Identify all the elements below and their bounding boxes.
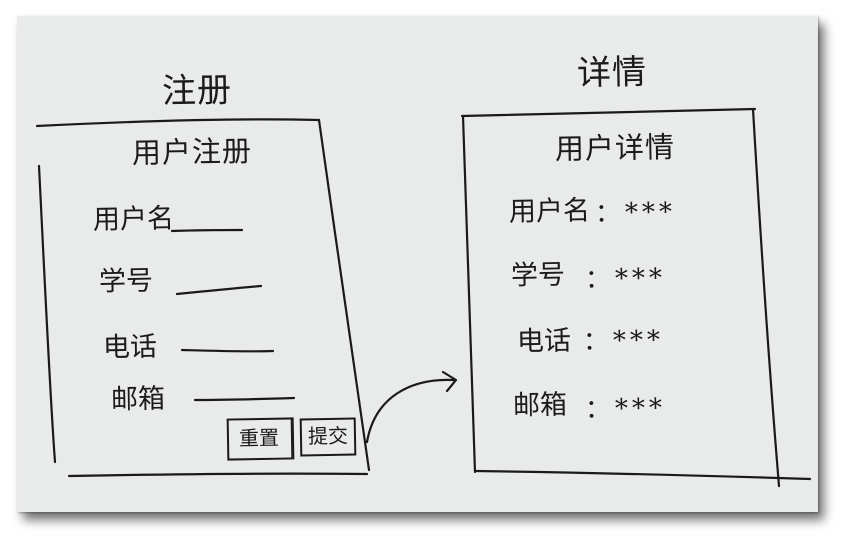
email-label: 邮箱 <box>110 383 166 416</box>
register-frame-right <box>317 118 371 472</box>
submit-button-label: 提交 <box>307 423 349 449</box>
detail-label-student-id: 学号 <box>510 259 566 292</box>
detail-value-email: ：*** <box>584 393 667 425</box>
email-input-line <box>193 396 296 402</box>
arrow-line <box>365 378 456 444</box>
detail-label-email: 邮箱 <box>512 389 568 422</box>
register-frame-top <box>35 118 321 128</box>
details-frame-right <box>751 107 781 488</box>
details-page-title: 详情 <box>576 52 648 94</box>
arrow-head <box>441 370 458 393</box>
reset-button-label: 重置 <box>238 425 280 451</box>
register-form-title: 用户注册 <box>131 133 253 171</box>
username-input-line <box>170 228 244 233</box>
reset-button[interactable]: 重置 <box>226 417 295 461</box>
detail-label-phone: 电话 <box>516 325 572 358</box>
phone-label: 电话 <box>102 331 158 364</box>
register-frame-bottom <box>67 472 369 478</box>
detail-value-username: ：*** <box>594 197 677 229</box>
paper-sheet: 注册 用户注册 用户名 学号 电话 邮箱 重置 提交 详情 用户详情 用户名 ：… <box>17 16 818 512</box>
details-frame-left <box>461 114 477 474</box>
detail-value-student-id: ：*** <box>584 263 667 295</box>
email-input[interactable] <box>193 376 296 400</box>
student-id-label: 学号 <box>98 265 154 298</box>
phone-input-line <box>180 348 275 353</box>
detail-label-username: 用户名 <box>508 195 591 228</box>
details-panel-title: 用户详情 <box>554 129 676 167</box>
student-id-input-line <box>175 284 263 296</box>
sketch-lines <box>35 107 812 488</box>
detail-value-phone: ：*** <box>582 325 665 357</box>
details-frame-bottom <box>473 469 812 481</box>
student-id-input[interactable] <box>175 266 263 290</box>
username-label: 用户名 <box>92 203 175 236</box>
phone-input[interactable] <box>180 328 275 352</box>
username-input[interactable] <box>169 208 245 232</box>
submit-button[interactable]: 提交 <box>299 417 357 457</box>
details-frame-top <box>460 107 757 118</box>
register-frame-left <box>37 164 57 464</box>
register-page-title: 注册 <box>161 70 233 112</box>
